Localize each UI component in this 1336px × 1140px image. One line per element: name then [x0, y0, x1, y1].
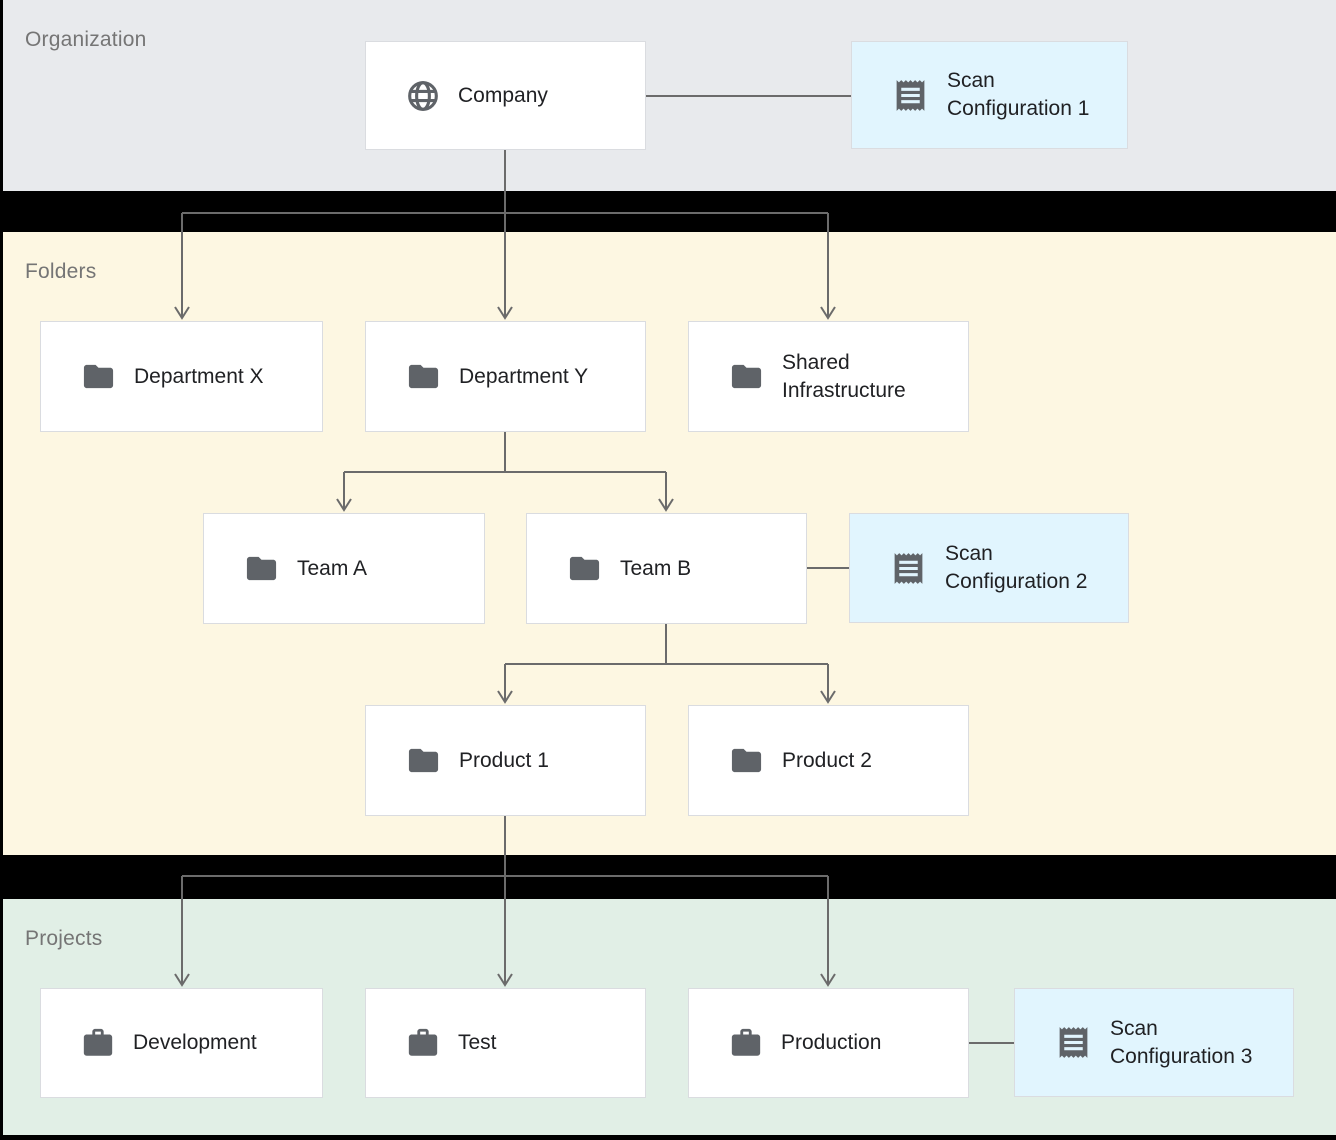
band-organization-label: Organization: [25, 28, 147, 51]
node-team-b: Team B: [526, 513, 807, 624]
node-department-y: Department Y: [365, 321, 646, 432]
receipt-icon: [890, 550, 927, 587]
folder-icon: [406, 743, 441, 778]
node-product-2-label: Product 2: [782, 748, 872, 772]
node-product-2: Product 2: [688, 705, 969, 816]
node-team-b-label: Team B: [620, 556, 692, 580]
folder-icon: [729, 359, 764, 394]
folder-icon: [406, 359, 441, 394]
node-scan-configuration-2-label: Scan Configuration 2: [945, 542, 1088, 593]
node-test-label: Test: [458, 1031, 497, 1054]
node-product-1: Product 1: [365, 705, 646, 816]
globe-icon: [406, 79, 440, 113]
folder-icon: [244, 551, 279, 586]
receipt-icon: [1055, 1024, 1092, 1061]
node-development: Development: [40, 988, 323, 1098]
node-department-x-label: Department X: [134, 364, 264, 388]
node-company: Company: [365, 41, 646, 150]
node-scan-configuration-1: Scan Configuration 1: [851, 41, 1128, 149]
node-test: Test: [365, 988, 646, 1098]
node-product-1-label: Product 1: [459, 748, 549, 772]
node-development-label: Development: [133, 1031, 257, 1054]
node-team-a: Team A: [203, 513, 485, 624]
folder-icon: [81, 359, 116, 394]
receipt-icon: [892, 77, 929, 114]
briefcase-icon: [81, 1026, 115, 1060]
folder-icon: [729, 743, 764, 778]
briefcase-icon: [729, 1026, 763, 1060]
node-scan-configuration-1-label: Scan Configuration 1: [947, 69, 1090, 120]
node-production: Production: [688, 988, 969, 1098]
node-company-label: Company: [458, 83, 548, 107]
node-team-a-label: Team A: [297, 556, 368, 580]
node-shared-infrastructure-label: Shared Infrastructure: [782, 350, 906, 402]
node-scan-configuration-3-label: Scan Configuration 3: [1110, 1016, 1253, 1068]
band-folders-label: Folders: [25, 260, 97, 283]
folder-icon: [567, 551, 602, 586]
node-department-y-label: Department Y: [459, 364, 589, 388]
node-scan-configuration-2: Scan Configuration 2: [849, 513, 1129, 623]
node-scan-configuration-3: Scan Configuration 3: [1014, 988, 1294, 1097]
node-production-label: Production: [781, 1031, 882, 1054]
node-department-x: Department X: [40, 321, 323, 432]
band-organization: Organization: [3, 0, 1336, 191]
node-shared-infrastructure: Shared Infrastructure: [688, 321, 969, 432]
band-projects-label: Projects: [25, 927, 103, 950]
briefcase-icon: [406, 1026, 440, 1060]
